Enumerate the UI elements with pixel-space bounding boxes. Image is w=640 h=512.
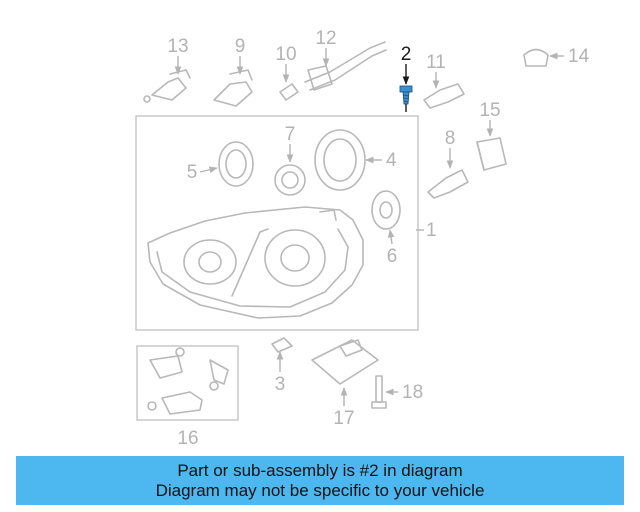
- bolt-18: [371, 375, 387, 409]
- leader-lines: [174, 48, 564, 406]
- banner-line-1: Part or sub-assembly is #2 in diagram: [177, 460, 463, 480]
- bulb-8: [427, 169, 469, 199]
- lamp-cover-4: [314, 129, 366, 191]
- headlamp-assembly-frame: [135, 115, 419, 331]
- lamp-cap-6: [371, 190, 401, 230]
- parts-diagram: 13 9 10 12 2 11 14 15 8 7 5 4 1 6 3 17 1…: [135, 28, 590, 449]
- module-15: [476, 137, 507, 171]
- callout-18: 18: [402, 382, 423, 403]
- screw-2: [399, 85, 413, 105]
- bulb-cap-ring-5: [218, 141, 254, 187]
- callout-5: 5: [187, 162, 198, 183]
- callout-4: 4: [386, 150, 397, 171]
- bulb-9: [213, 69, 253, 107]
- callout-8: 8: [445, 128, 456, 149]
- callout-15: 15: [479, 100, 500, 121]
- control-module-17: [311, 339, 379, 385]
- screw-3: [271, 337, 293, 353]
- callout-12: 12: [315, 28, 336, 49]
- banner-line-2: Diagram may not be specific to your vehi…: [155, 480, 485, 500]
- callout-6: 6: [387, 246, 398, 267]
- callout-16: 16: [177, 428, 198, 449]
- callout-1: 1: [426, 220, 437, 241]
- callout-17: 17: [333, 408, 354, 429]
- callout-11: 11: [426, 52, 446, 73]
- headlamp-housing: [147, 206, 364, 319]
- bracket-kit-16: [147, 347, 229, 415]
- callout-10: 10: [275, 44, 296, 65]
- callout-7: 7: [285, 124, 296, 145]
- callout-9: 9: [235, 36, 246, 57]
- callout-3: 3: [275, 374, 286, 395]
- cap-14: [523, 48, 549, 67]
- bulb-13: [143, 69, 191, 103]
- callout-14: 14: [568, 46, 590, 67]
- bulb-10: [279, 83, 299, 101]
- bulb-11: [423, 83, 465, 109]
- callout-13: 13: [167, 36, 188, 57]
- bulb-socket-12: [304, 41, 387, 91]
- bracket-kit-frame-16: [136, 345, 239, 421]
- callout-2: 2: [401, 44, 412, 65]
- bulb-cap-ring-7: [274, 164, 306, 196]
- info-banner: Part or sub-assembly is #2 in diagram Di…: [16, 456, 624, 505]
